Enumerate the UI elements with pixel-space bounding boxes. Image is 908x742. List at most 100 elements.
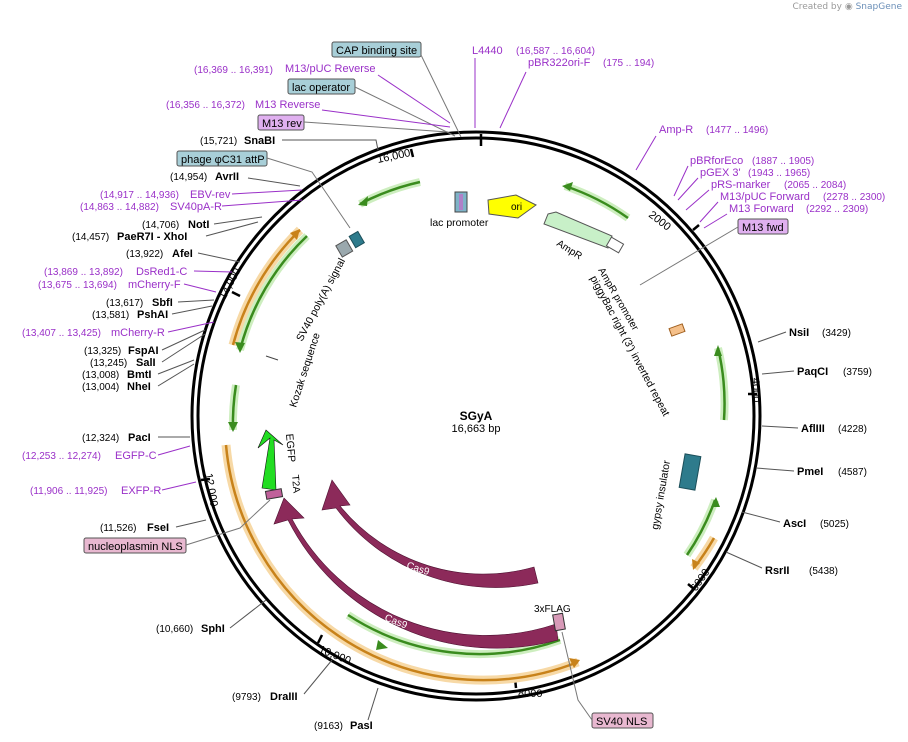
egfp-c-label: EGFP-C xyxy=(115,450,157,462)
kozak-label: Kozak sequence xyxy=(287,331,322,409)
m13puc-fwd-label: M13/pUC Forward xyxy=(720,191,810,203)
m13puc-fwd-leader xyxy=(699,201,719,223)
credit-brand: SnapGene xyxy=(855,2,902,12)
egfp-feature xyxy=(257,429,284,491)
snabi-coord: (15,721) xyxy=(200,136,237,147)
ampr-label: AmpR xyxy=(554,238,583,262)
sv40pa-r-leader xyxy=(221,199,303,207)
cap-binding-label: CAP binding site xyxy=(336,45,417,57)
pgex3-leader xyxy=(677,177,699,201)
afei-leader xyxy=(197,252,241,263)
asci-leader xyxy=(741,511,781,523)
mcherry-r-leader xyxy=(167,321,215,333)
mcherry-f-coord: (13,675 .. 13,694) xyxy=(38,280,117,291)
prs-marker-label: pRS-marker xyxy=(711,179,771,191)
mcherry-f-leader xyxy=(183,283,217,293)
exfp-r-leader xyxy=(161,481,197,491)
nsii-leader xyxy=(757,331,787,343)
afei-coord: (13,922) xyxy=(126,249,163,260)
tick-16000 xyxy=(409,148,415,158)
draiii-leader xyxy=(303,659,333,695)
plasmid-name: SGyA xyxy=(460,409,493,423)
tick-label-12000: 12,000 xyxy=(202,472,220,507)
m13-fwd-box-label: M13 fwd xyxy=(742,222,784,234)
nucleoplasmin-nls-box xyxy=(83,537,187,554)
bmti-leader xyxy=(157,359,195,375)
arrowhead-orange-bottom xyxy=(569,658,580,668)
rsrii-label: RsrII xyxy=(765,565,789,577)
cas9-outer-feature xyxy=(273,497,559,649)
tick-label-8000: 8000 xyxy=(518,688,542,700)
ampr-promoter-feature xyxy=(605,236,625,254)
tick-label-4000: 4000 xyxy=(749,378,762,403)
phic31-attp-leader xyxy=(266,157,351,229)
t2a-feature xyxy=(264,488,284,500)
fsei-leader xyxy=(175,519,207,528)
backbone-outer xyxy=(190,130,762,702)
ori-feature xyxy=(487,194,537,219)
avrii-leader xyxy=(247,177,301,187)
afei-label: AfeI xyxy=(172,248,193,260)
fsei-label: FseI xyxy=(147,522,169,534)
sbfi-leader xyxy=(177,299,215,303)
dsred1-c-leader xyxy=(193,270,233,273)
asci-label: AscI xyxy=(783,518,806,530)
m13-rev-label: M13 Reverse xyxy=(255,99,320,111)
pbr322ori-f-label: pBR322ori-F xyxy=(528,57,591,69)
sv40-nls-leader xyxy=(561,631,593,721)
cas9-inner-label: Cas9 xyxy=(405,560,431,578)
amp-r-leader xyxy=(635,135,657,171)
paer7i-leader xyxy=(205,221,259,237)
noti-leader xyxy=(213,216,263,225)
sali-label: SalI xyxy=(136,357,156,369)
pasi-label: PasI xyxy=(350,720,373,732)
sbfi-coord: (13,617) xyxy=(106,298,143,309)
piggybac-label: piggyBac right (3') inverted repeat xyxy=(587,274,671,419)
noti-label: NotI xyxy=(188,219,209,231)
snabi-leader xyxy=(282,139,379,151)
m13-fwd-leader xyxy=(703,213,728,229)
egfp-c-leader xyxy=(157,445,191,456)
nhei-label: NheI xyxy=(127,381,151,393)
mcherry-r-label: mCherry-R xyxy=(111,327,165,339)
3xflag-label: 3xFLAG xyxy=(534,604,571,615)
nsii-label: NsiI xyxy=(789,327,809,339)
prs-marker-leader xyxy=(685,189,710,211)
bmti-coord: (13,008) xyxy=(82,370,119,381)
gypsy-insulator-feature xyxy=(678,453,702,491)
arrowhead-bottom xyxy=(376,640,388,650)
rsrii-coord: (5438) xyxy=(809,566,838,577)
sv40-nls-box xyxy=(591,712,654,729)
afliii-coord: (4228) xyxy=(838,424,867,435)
arrowhead-right xyxy=(714,345,722,356)
m13-rev-coord: (16,356 .. 16,372) xyxy=(166,100,245,111)
3xflag-feature xyxy=(552,612,566,632)
sali-leader xyxy=(161,333,206,363)
ebv-rev-label: EBV-rev xyxy=(190,189,231,201)
fspai-label: FspAI xyxy=(128,345,159,357)
m13-primer-mark xyxy=(459,194,463,210)
cap-binding-leader xyxy=(420,54,462,138)
sv40-polya-box1 xyxy=(335,239,354,258)
pshai-label: PshAI xyxy=(137,309,168,321)
paci-label: PacI xyxy=(128,432,151,444)
lac-operator-box xyxy=(287,78,356,95)
paqci-label: PaqCI xyxy=(797,366,828,378)
pbr322ori-f-leader xyxy=(499,71,527,129)
pbrforeco-coord: (1887 .. 1905) xyxy=(752,156,814,167)
pgex3-label: pGEX 3' xyxy=(700,167,741,179)
draiii-label: DraIII xyxy=(270,691,298,703)
arrowhead-left-mid xyxy=(228,422,238,432)
m13puc-fwd-coord: (2278 .. 2300) xyxy=(823,192,885,203)
snapgene-logo-icon: ◉ xyxy=(844,2,853,12)
sphi-coord: (10,660) xyxy=(156,624,193,635)
pgex3-coord: (1943 .. 1965) xyxy=(748,168,810,179)
avrii-label: AvrII xyxy=(215,171,239,183)
paci-coord: (12,324) xyxy=(82,433,119,444)
bmti-label: BmtI xyxy=(127,369,151,381)
sali-coord: (13,245) xyxy=(90,358,127,369)
m13-fwd-label: M13 Forward xyxy=(729,203,794,215)
feature-arc-lower xyxy=(224,444,579,682)
tick-label-16000: 16,000 xyxy=(376,147,411,166)
